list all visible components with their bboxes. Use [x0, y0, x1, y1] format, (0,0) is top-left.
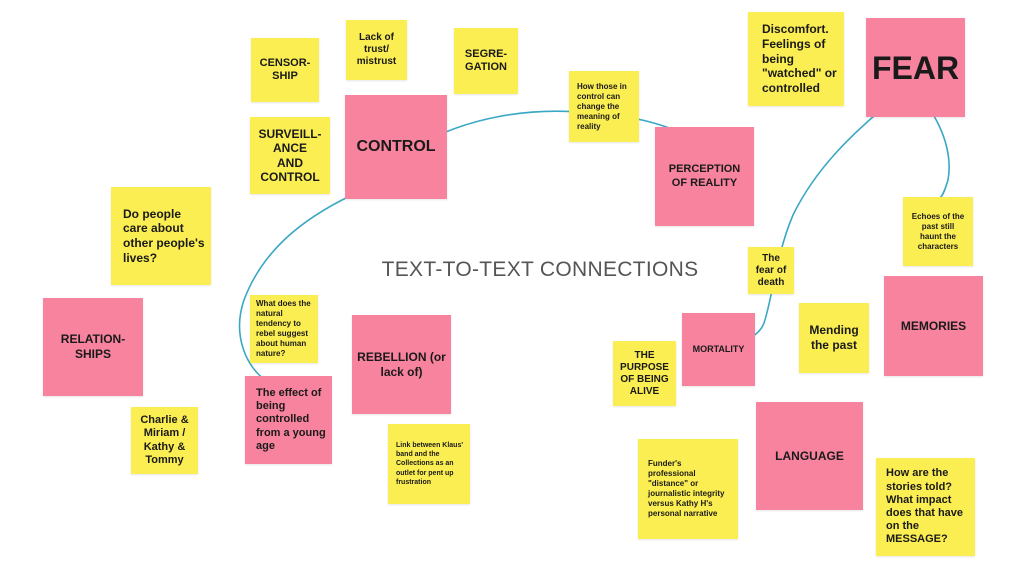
note-segregation[interactable]: SEGRE- GATION	[454, 28, 518, 94]
note-surveillance-text: SURVEILL- ANCE AND CONTROL	[258, 126, 322, 184]
note-censorship[interactable]: CENSOR- SHIP	[251, 38, 319, 102]
note-mending-the-past-text: Mending the past	[809, 323, 859, 352]
note-fear-of-death-text: The fear of death	[755, 252, 787, 288]
note-echoes-of-past[interactable]: Echoes of the past still haunt the chara…	[903, 197, 973, 266]
note-discomfort-text: Discomfort. Feelings of being "watched" …	[762, 22, 837, 95]
note-charlie-miriam-text: Charlie & Miriam / Kathy & Tommy	[140, 414, 189, 466]
note-effect-of-being-controlled[interactable]: The effect of being controlled from a yo…	[245, 376, 332, 464]
note-memories-text: MEMORIES	[900, 318, 967, 333]
note-natural-tendency[interactable]: What does the natural tendency to rebel …	[250, 295, 318, 363]
note-surveillance[interactable]: SURVEILL- ANCE AND CONTROL	[250, 117, 330, 194]
note-how-those-in-control[interactable]: How those in control can change the mean…	[569, 71, 639, 142]
note-censorship-text: CENSOR- SHIP	[259, 56, 311, 82]
note-relationships-text: RELATION- SHIPS	[60, 332, 126, 361]
note-lack-of-trust[interactable]: Lack of trust/ mistrust	[346, 20, 407, 80]
note-echoes-of-past-text: Echoes of the past still haunt the chara…	[911, 211, 965, 251]
note-rebellion[interactable]: REBELLION (or lack of)	[352, 315, 451, 414]
note-fear-of-death[interactable]: The fear of death	[748, 247, 794, 294]
note-mortality-text: MORTALITY	[692, 344, 745, 355]
note-natural-tendency-text: What does the natural tendency to rebel …	[256, 299, 311, 358]
note-how-those-in-control-text: How those in control can change the mean…	[577, 81, 627, 131]
note-language-text: LANGUAGE	[775, 448, 844, 463]
connector-fear-to-echoes[interactable]	[933, 115, 950, 199]
note-control-text: CONTROL	[356, 138, 436, 155]
note-relationships[interactable]: RELATION- SHIPS	[43, 298, 143, 396]
note-memories[interactable]: MEMORIES	[884, 276, 983, 376]
note-funders-professional[interactable]: Funder's professional "distance" or jour…	[638, 439, 738, 539]
note-how-are-stories-told[interactable]: How are the stories told? What impact do…	[876, 458, 975, 556]
note-mortality[interactable]: MORTALITY	[682, 313, 755, 386]
note-lack-of-trust-text: Lack of trust/ mistrust	[356, 32, 397, 67]
note-mending-the-past[interactable]: Mending the past	[799, 303, 869, 373]
note-fear-text: FEAR	[871, 49, 960, 86]
board-title: TEXT-TO-TEXT CONNECTIONS	[381, 258, 699, 281]
note-how-are-stories-told-text: How are the stories told? What impact do…	[886, 467, 964, 546]
note-segregation-text: SEGRE- GATION	[464, 47, 508, 73]
note-discomfort[interactable]: Discomfort. Feelings of being "watched" …	[748, 12, 844, 106]
note-funders-professional-text: Funder's professional "distance" or jour…	[648, 459, 725, 518]
note-perception-of-reality[interactable]: PERCEPTION OF REALITY	[655, 127, 754, 226]
note-charlie-miriam[interactable]: Charlie & Miriam / Kathy & Tommy	[131, 407, 198, 474]
note-effect-of-being-controlled-text: The effect of being controlled from a yo…	[256, 387, 326, 452]
note-language[interactable]: LANGUAGE	[756, 402, 863, 510]
note-link-klaus-text: Link between Klaus' band and the Collect…	[396, 442, 464, 486]
note-rebellion-text: REBELLION (or lack of)	[357, 349, 446, 379]
note-fear[interactable]: FEAR	[866, 18, 965, 117]
note-purpose-of-being-alive[interactable]: THE PURPOSE OF BEING ALIVE	[613, 341, 676, 406]
note-control[interactable]: CONTROL	[345, 95, 447, 199]
note-do-people-care-text: Do people care about other people's live…	[123, 206, 205, 265]
connector-control-to-effect[interactable]	[238, 194, 353, 383]
note-purpose-of-being-alive-text: THE PURPOSE OF BEING ALIVE	[620, 349, 669, 397]
note-perception-of-reality-text: PERCEPTION OF REALITY	[668, 163, 741, 189]
note-link-klaus[interactable]: Link between Klaus' band and the Collect…	[388, 424, 470, 504]
note-do-people-care[interactable]: Do people care about other people's live…	[111, 187, 211, 285]
